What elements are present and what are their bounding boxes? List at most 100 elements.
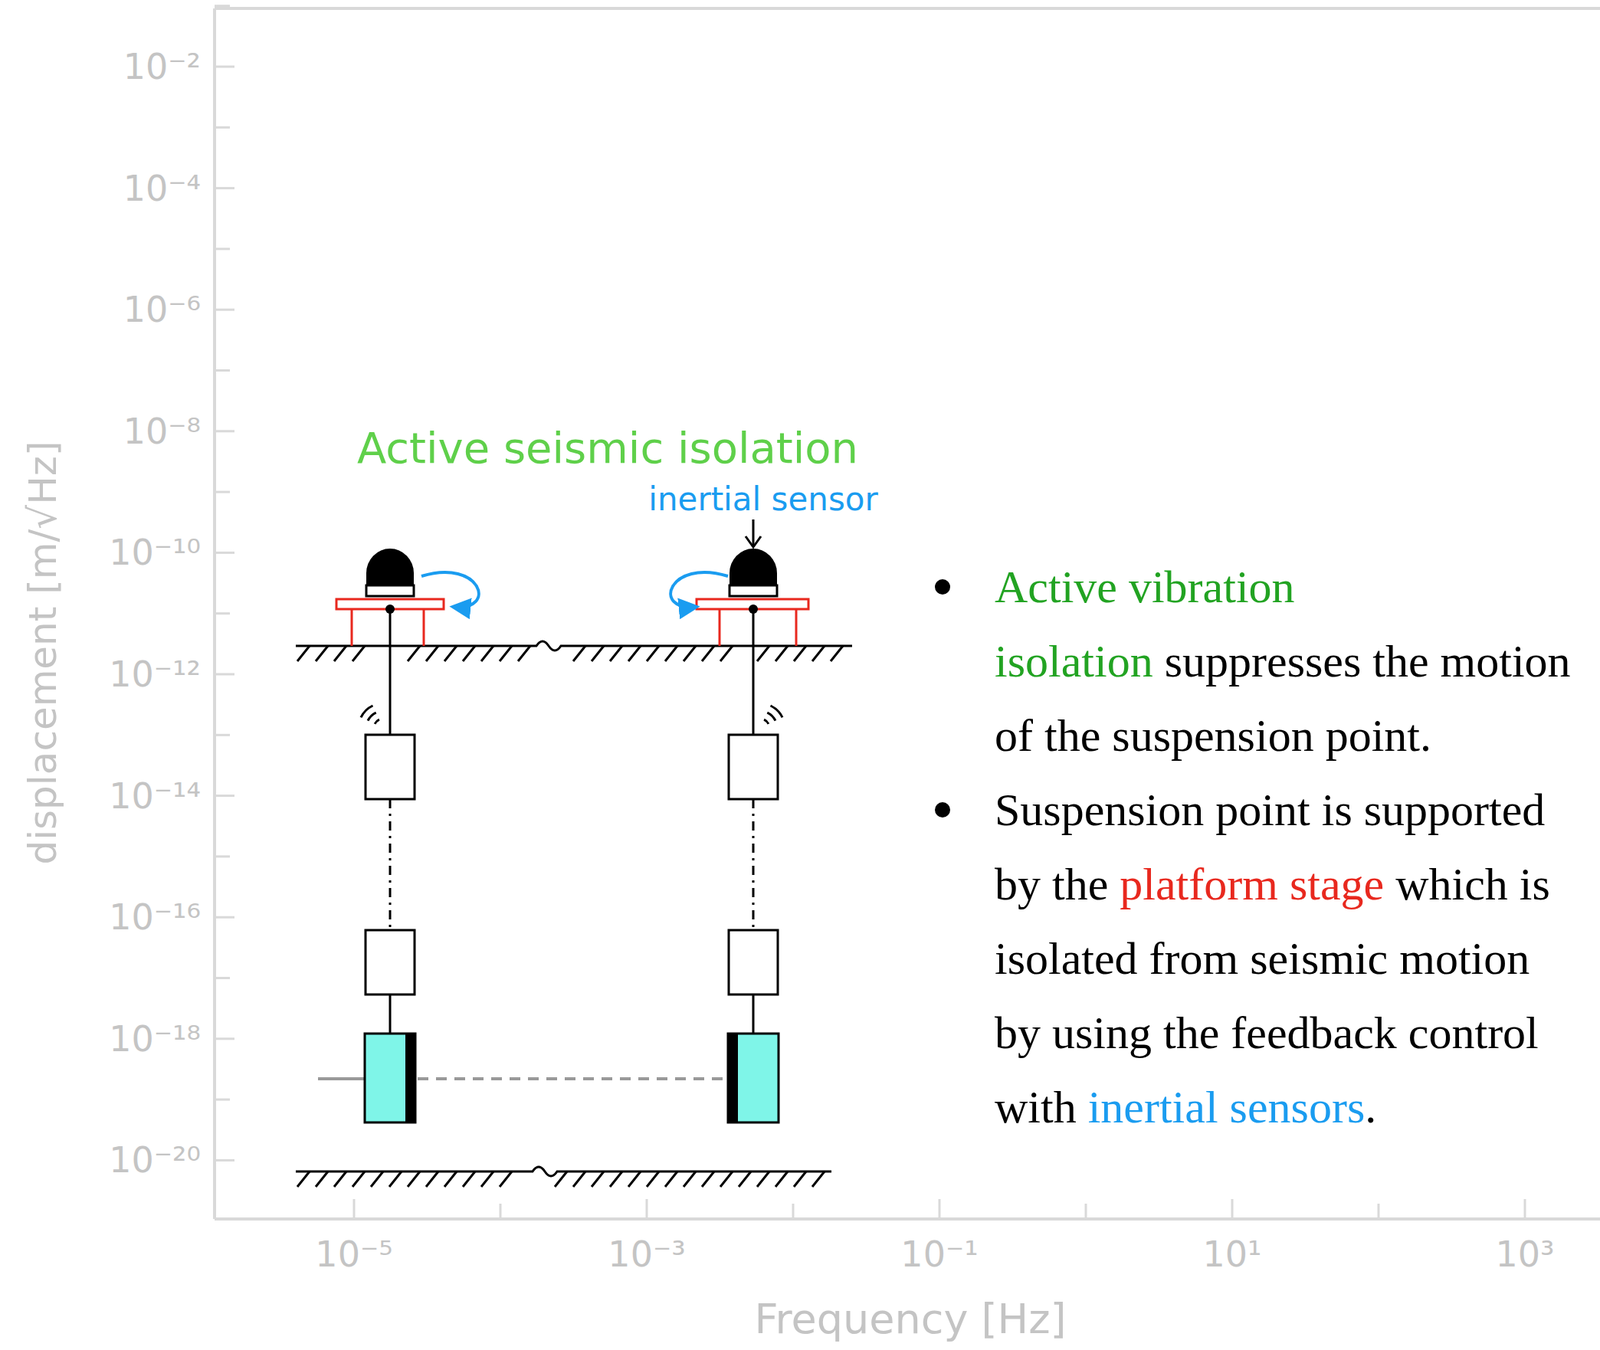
hatch-stroke — [297, 1171, 310, 1187]
hatch-stroke — [499, 1171, 512, 1187]
highlight-text: platform stage — [1119, 859, 1384, 910]
y-tick — [214, 65, 235, 69]
vibration-mark — [763, 719, 769, 725]
y-tick — [214, 794, 235, 797]
ground-hatching — [297, 645, 843, 1187]
suspension — [696, 548, 809, 1123]
platform-leg — [422, 609, 426, 646]
plot-frame-top — [214, 6, 1600, 10]
hatch-stroke — [812, 645, 825, 662]
hatch-stroke — [830, 645, 843, 662]
hatch-stroke — [334, 645, 347, 662]
y-tick — [214, 977, 230, 980]
axis-title: displacement [m/√Hz] — [22, 440, 65, 865]
y-tick — [214, 673, 235, 676]
y-tick-label: 10⁻⁴ — [123, 168, 201, 208]
y-tick-label: 10⁻¹⁰ — [108, 533, 201, 573]
y-tick — [214, 491, 230, 494]
suspension — [336, 548, 444, 1123]
hatch-stroke — [462, 1171, 476, 1187]
vibration-mark — [367, 712, 377, 722]
y-tick-label: 10⁻⁸ — [123, 412, 201, 452]
highlight-text: inertial sensors — [1088, 1081, 1366, 1133]
platform-leg — [350, 609, 354, 646]
hatch-stroke — [407, 1171, 420, 1187]
sensor-pointer — [752, 519, 755, 546]
x-tick-label: 10⁻⁵ — [314, 1235, 393, 1275]
hatch-stroke — [720, 645, 733, 662]
chain-continuation — [389, 799, 392, 931]
hatch-stroke — [315, 1171, 328, 1187]
intermediate-mass — [728, 734, 778, 800]
y-tick — [214, 4, 230, 7]
hatch-stroke — [407, 645, 420, 662]
hatch-stroke — [499, 645, 512, 662]
y-tick — [214, 612, 230, 615]
plot-axes — [214, 6, 1600, 1220]
hatch-stroke — [591, 645, 604, 662]
chain-continuation — [752, 799, 755, 931]
bullet-text: . — [1364, 1081, 1377, 1133]
hatch-stroke — [757, 1171, 770, 1187]
pendulums — [336, 548, 809, 1123]
hatch-stroke — [628, 1171, 641, 1187]
figure-title: Active seismic isolation — [357, 424, 859, 473]
y-tick-label: 10⁻¹² — [108, 655, 201, 695]
feedback-arrow — [670, 572, 728, 607]
vibration-mark — [360, 705, 373, 718]
hatch-stroke — [352, 645, 365, 662]
hatch-stroke — [683, 645, 696, 662]
hatch-stroke — [738, 1171, 751, 1187]
hatch-stroke — [315, 645, 328, 662]
bullet-dot — [934, 802, 951, 818]
hatch-stroke — [389, 1171, 402, 1187]
hatch-stroke — [683, 1171, 696, 1187]
x-tick — [938, 1199, 941, 1220]
y-tick — [214, 551, 235, 555]
x-tick — [1085, 1203, 1088, 1220]
sensor-label: inertial sensor — [648, 481, 878, 518]
bullet-item: Active vibration isolationsuppresses the… — [994, 550, 1585, 774]
hatch-stroke — [665, 1171, 678, 1187]
y-tick — [214, 186, 235, 190]
sensor-pointer-head — [745, 536, 761, 548]
vibration-mark — [767, 712, 776, 722]
hatch-stroke — [426, 1171, 439, 1187]
x-tick — [645, 1199, 649, 1220]
y-tick-label: 10⁻¹⁶ — [108, 898, 201, 938]
hatch-stroke — [573, 645, 586, 662]
x-tick — [792, 1203, 795, 1220]
x-tick — [1231, 1199, 1234, 1220]
hatch-stroke — [554, 1171, 568, 1187]
y-tick-label: 10⁻⁶ — [123, 290, 201, 330]
mirror-coating — [727, 1033, 738, 1123]
y-tick — [214, 855, 230, 858]
laser-arm — [417, 1077, 729, 1081]
y-tick-label: 10⁻² — [123, 47, 201, 87]
hatch-stroke — [370, 1171, 384, 1187]
feedback-arrows — [421, 519, 761, 607]
intermediate-mass — [365, 734, 415, 800]
vibration-mark — [770, 705, 783, 718]
hatch-stroke — [518, 645, 531, 662]
hatch-stroke — [481, 1171, 494, 1187]
axis-title: Frequency [Hz] — [754, 1296, 1066, 1342]
bullet-item: Suspension point is supported by theplat… — [994, 773, 1585, 1145]
test-mass-mirror — [364, 1033, 416, 1123]
hatch-stroke — [352, 1171, 365, 1187]
hatch-stroke — [793, 1171, 807, 1187]
hatch-stroke — [481, 645, 494, 662]
platform-leg — [718, 609, 722, 646]
suspension-wire — [389, 609, 392, 735]
hatch-stroke — [297, 645, 310, 662]
hatch-stroke — [701, 1171, 715, 1187]
x-tick-label: 10¹ — [1203, 1235, 1263, 1275]
suspension-point — [748, 604, 758, 614]
sensor-base — [729, 585, 778, 597]
hatch-stroke — [426, 645, 439, 662]
hatch-stroke — [591, 1171, 604, 1187]
hatch-stroke — [444, 1171, 457, 1187]
feedback-arrow — [421, 572, 479, 607]
x-ticks — [354, 1199, 1525, 1220]
hatch-stroke — [793, 645, 807, 662]
